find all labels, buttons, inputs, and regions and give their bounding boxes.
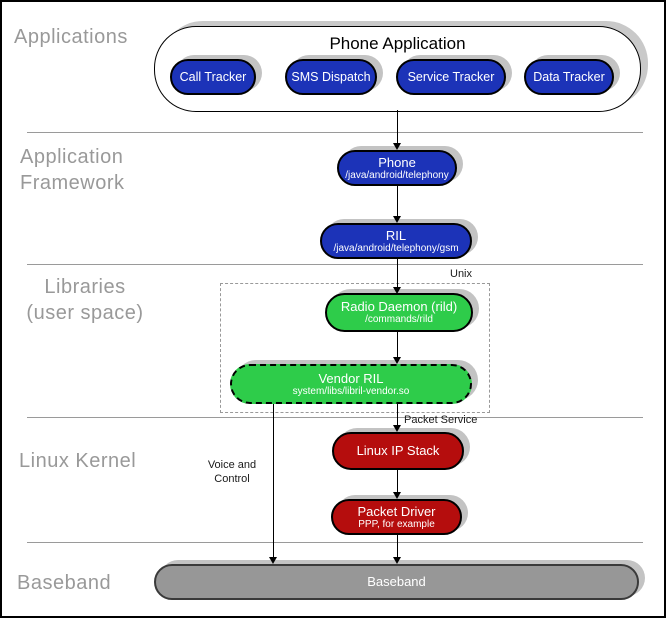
phone-application-container: Phone Application Call Tracker SMS Dispa… [154, 26, 641, 112]
arrow-head [393, 557, 401, 564]
divider-applications-framework [27, 132, 643, 133]
arrow-line [397, 332, 398, 358]
node-phone: Phone /java/android/telephony [337, 150, 457, 186]
node-subtitle: PPP, for example [358, 519, 435, 530]
divider-libraries-kernel [27, 417, 643, 418]
section-label-application-framework: Application Framework [20, 144, 125, 196]
node-subtitle: /java/android/telephony [345, 170, 449, 181]
arrow-line [397, 185, 398, 217]
voice-control-line: Voice and [207, 459, 257, 471]
voice-control-line: Control [214, 473, 250, 485]
arrow-head [269, 557, 277, 564]
node-data-tracker: Data Tracker [524, 59, 614, 95]
section-label-line: Application [20, 146, 124, 168]
arrow-head [393, 287, 401, 294]
arrow-head [393, 143, 401, 150]
section-label-libraries: Libraries (user space) [10, 274, 160, 326]
arrow-head [393, 425, 401, 432]
node-title: Packet Driver [357, 504, 436, 519]
arrow-head [393, 216, 401, 223]
section-label-line: (user space) [26, 302, 144, 324]
arrow-line [397, 259, 398, 288]
arrow-line-voice-control [273, 404, 274, 558]
node-subtitle: system/libs/libril-vendor.so [292, 386, 410, 397]
arrow-line [397, 110, 398, 144]
section-label-applications: Applications [14, 26, 128, 48]
arrow-head [393, 357, 401, 364]
divider-kernel-baseband [27, 542, 643, 543]
section-label-line: Framework [20, 172, 125, 194]
node-radio-daemon: Radio Daemon (rild) /commands/rild [325, 293, 473, 332]
node-subtitle: /commands/rild [365, 314, 433, 325]
node-ril: RIL /java/android/telephony/gsm [320, 223, 472, 259]
node-subtitle: /java/android/telephony/gsm [333, 243, 459, 254]
node-linux-ip-stack: Linux IP Stack [332, 432, 464, 470]
node-vendor-ril: Vendor RIL system/libs/libril-vendor.so [230, 364, 472, 404]
node-call-tracker: Call Tracker [170, 59, 256, 95]
node-service-tracker: Service Tracker [396, 59, 506, 95]
node-title: Phone [378, 155, 416, 170]
arrow-line [397, 535, 398, 558]
divider-framework-libraries [27, 264, 643, 265]
unix-label: Unix [450, 268, 473, 280]
arrow-head [393, 492, 401, 499]
packet-service-label: Packet Service [404, 414, 478, 426]
voice-control-label: Voice and Control [197, 458, 267, 486]
arrow-line [397, 470, 398, 493]
node-title: Radio Daemon (rild) [340, 299, 458, 314]
section-label-baseband: Baseband [17, 572, 112, 594]
node-packet-driver: Packet Driver PPP, for example [331, 499, 462, 535]
phone-application-title: Phone Application [329, 34, 466, 53]
arrow-line [397, 404, 398, 426]
node-title: Vendor RIL [318, 371, 384, 386]
unix-boundary-box [220, 283, 490, 413]
section-label-line: Libraries [44, 276, 126, 298]
node-sms-dispatch: SMS Dispatch [285, 59, 377, 95]
section-label-linux-kernel: Linux Kernel [19, 450, 137, 472]
node-baseband: Baseband [154, 564, 639, 600]
node-title: RIL [385, 228, 407, 243]
